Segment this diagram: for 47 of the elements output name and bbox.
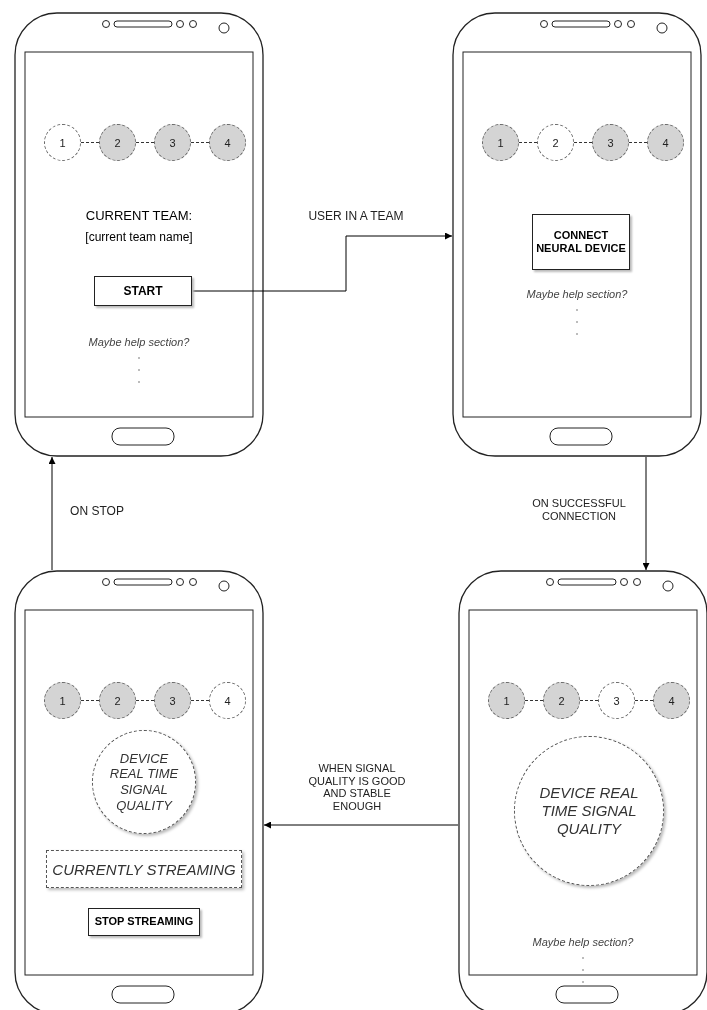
step-connector — [190, 142, 210, 143]
step-circle: 2 — [99, 682, 136, 719]
step-connector — [80, 700, 100, 701]
step-circle: 3 — [598, 682, 635, 719]
step-connector — [518, 142, 538, 143]
arrow — [263, 821, 459, 829]
step-circle: 1 — [482, 124, 519, 161]
arrow — [642, 456, 650, 571]
step-circle: 3 — [592, 124, 629, 161]
screen-text: [current team name] — [84, 230, 194, 244]
step-connector — [135, 700, 155, 701]
step-connector — [80, 142, 100, 143]
step-circle: 4 — [653, 682, 690, 719]
signal-quality-circle: DEVICE REAL TIME SIGNAL QUALITY — [92, 730, 196, 834]
arrow — [191, 232, 453, 292]
button: START — [94, 276, 192, 306]
step-circle: 1 — [44, 682, 81, 719]
step-circle: 2 — [537, 124, 574, 161]
step-circle: 1 — [488, 682, 525, 719]
button: CONNECT NEURAL DEVICE — [532, 214, 630, 270]
step-circle: 3 — [154, 124, 191, 161]
step-connector — [634, 700, 654, 701]
button: STOP STREAMING — [88, 908, 200, 936]
help-note: Maybe help section? — [87, 336, 191, 348]
step-circle: 4 — [647, 124, 684, 161]
step-connector — [135, 142, 155, 143]
step-connector — [628, 142, 648, 143]
step-circle: 4 — [209, 682, 246, 719]
step-circle: 1 — [44, 124, 81, 161]
status-banner: CURRENTLY STREAMING — [46, 850, 242, 888]
arrow — [48, 456, 56, 571]
phone-mockup — [458, 570, 707, 1010]
step-connector — [573, 142, 593, 143]
step-connector — [190, 700, 210, 701]
phone-mockup — [14, 570, 264, 1010]
signal-quality-circle: DEVICE REAL TIME SIGNAL QUALITY — [514, 736, 664, 886]
step-circle: 2 — [543, 682, 580, 719]
phone-mockup — [452, 12, 702, 457]
step-connector — [524, 700, 544, 701]
step-circle: 2 — [99, 124, 136, 161]
help-note: Maybe help section? — [525, 288, 629, 300]
step-circle: 4 — [209, 124, 246, 161]
phone-mockup — [14, 12, 264, 457]
step-circle: 3 — [154, 682, 191, 719]
step-connector — [579, 700, 599, 701]
screen-text: CURRENT TEAM: — [84, 208, 194, 223]
help-note: Maybe help section? — [531, 936, 635, 948]
